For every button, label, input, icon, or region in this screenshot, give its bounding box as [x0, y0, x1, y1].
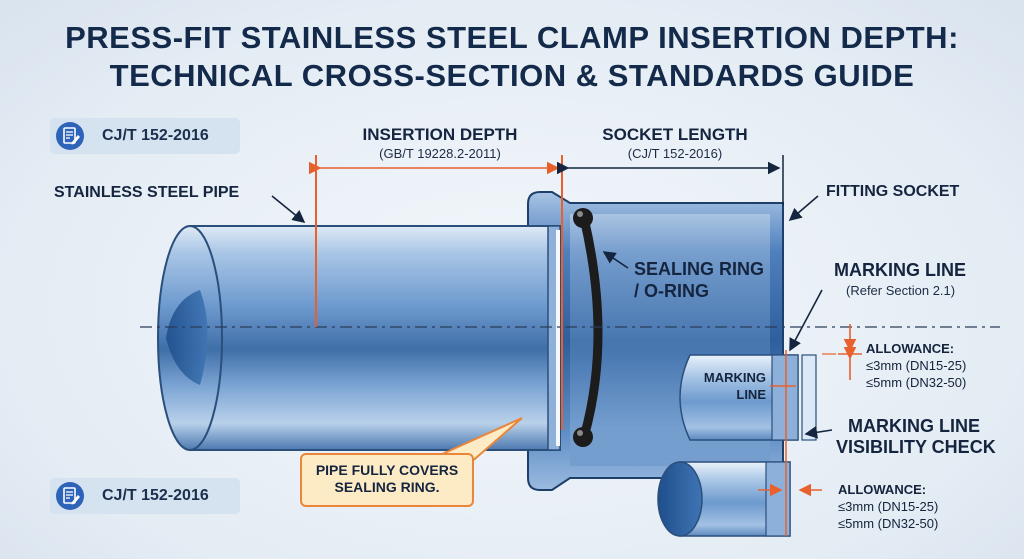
insertion-depth-dimension: [308, 155, 563, 430]
sealing-ring: [573, 208, 603, 447]
insertion-depth-standard: (GB/T 19228.2-2011): [379, 146, 501, 161]
fitting-socket: [527, 191, 784, 491]
allowance-upper-line1: ≤3mm (DN15-25): [866, 358, 967, 373]
allowance-lower: ALLOWANCE: ≤3mm (DN15-25) ≤5mm (DN32-50): [838, 481, 938, 532]
allowance-lower-line2: ≤5mm (DN32-50): [838, 516, 939, 531]
inner-marking-label-line2: LINE: [736, 387, 766, 402]
marking-line-reference: (Refer Section 2.1): [846, 283, 956, 298]
visibility-check-label-line2: VISIBILITY CHECK: [836, 437, 996, 457]
standard-badge-bottom-text: CJ/T 152-2016: [102, 487, 209, 504]
marking-line-leader: [789, 289, 823, 352]
allowance-upper: ALLOWANCE: ≤3mm (DN15-25) ≤5mm (DN32-50): [866, 340, 966, 391]
pipe-covers-ring-callout: PIPE FULLY COVERS SEALING RING.: [300, 453, 474, 507]
upper-allowance-arrows: [822, 324, 862, 380]
standard-badge-top-text: CJ/T 152-2016: [102, 127, 209, 144]
allowance-upper-heading: ALLOWANCE:: [866, 341, 955, 356]
sealing-ring-label-line2: / O-RING: [634, 281, 709, 301]
sealing-ring-label-line1: SEALING RING: [634, 259, 765, 279]
page-title-line1: PRESS-FIT STAINLESS STEEL CLAMP INSERTIO…: [65, 20, 959, 55]
pipe-leader: [271, 195, 306, 224]
lower-pipe-segment: [657, 461, 791, 537]
document-edit-icon: [56, 482, 84, 510]
allowance-upper-line2: ≤5mm (DN32-50): [866, 375, 967, 390]
stainless-pipe-label: STAINLESS STEEL PIPE: [54, 184, 240, 201]
socket-length-label: SOCKET LENGTH: [602, 125, 748, 144]
inner-marking-label-line1: MARKING: [703, 370, 766, 385]
stainless-steel-pipe: [157, 225, 561, 451]
visibility-check-label-line1: MARKING LINE: [848, 416, 980, 436]
socket-length-standard: (CJ/T 152-2016): [627, 146, 723, 161]
standard-badge-top: CJ/T 152-2016: [50, 118, 240, 154]
fitting-socket-label: FITTING SOCKET: [826, 183, 960, 200]
marking-line-label: MARKING LINE: [834, 260, 966, 280]
allowance-lower-heading: ALLOWANCE:: [838, 482, 927, 497]
socket-leader: [788, 195, 819, 222]
marking-detail-pipe: [679, 354, 817, 441]
standard-badge-bottom: CJ/T 152-2016: [50, 478, 240, 514]
ring-leader: [602, 251, 629, 269]
page-title-line2: TECHNICAL CROSS-SECTION & STANDARDS GUID…: [109, 58, 915, 93]
document-edit-icon: [56, 122, 84, 150]
allowance-lower-line1: ≤3mm (DN15-25): [838, 499, 939, 514]
callout-line2: SEALING RING.: [334, 479, 440, 495]
insertion-depth-label: INSERTION DEPTH: [362, 125, 518, 144]
callout-line1: PIPE FULLY COVERS: [315, 462, 459, 478]
visibility-leader: [804, 425, 833, 439]
socket-length-dimension: [556, 155, 784, 205]
